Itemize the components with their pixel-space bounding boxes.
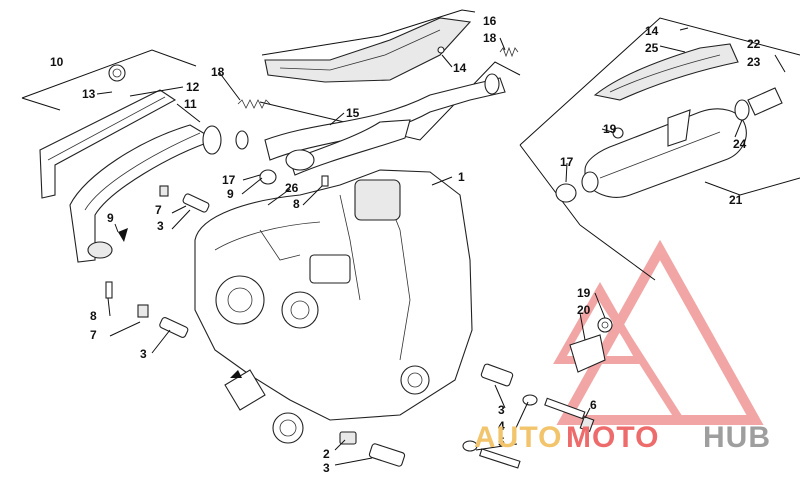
callout-22: 22 [747,37,761,51]
gasket-17-left [235,130,277,185]
watermark-hub: HUB [703,421,771,454]
watermark-logo [553,239,764,425]
exhaust-pipe-group-10 [21,49,197,199]
callout-5: 5 [498,435,505,449]
watermark-wordmark: AUTO MOTO HUB [474,421,771,454]
callout-8: 8 [293,197,300,211]
callout-19: 19 [603,122,617,136]
head-pipe-11 [69,124,222,263]
callout-15: 15 [346,106,360,120]
callout-labels: 1 2 3 3 3 3 4 5 6 7 7 8 8 9 9 10 11 12 1… [50,14,761,475]
callout-3: 3 [323,461,330,475]
callout-14: 14 [645,24,659,38]
callout-7: 7 [90,328,97,342]
callout-3: 3 [157,219,164,233]
callout-24: 24 [733,137,747,151]
stud-3-right [480,363,514,387]
bracket-19-20 [569,317,613,373]
spring-18-left [237,99,271,109]
bolt-5-6 [462,394,595,469]
arrow-marker-9 [118,228,128,242]
callout-11: 11 [184,97,197,111]
callout-25: 25 [645,41,659,55]
stud-3-bottom [339,431,406,467]
callout-9: 9 [107,211,114,225]
callout-1: 1 [458,170,465,184]
callout-17: 17 [222,173,236,187]
callout-6: 6 [590,398,597,412]
watermark-moto: MOTO [566,421,659,454]
stud-3-upper [159,185,210,213]
callout-12: 12 [186,80,200,94]
callout-26: 26 [285,181,299,195]
watermark-auto: AUTO [474,421,562,454]
spring-18-right [499,46,519,58]
callout-10: 10 [50,55,64,69]
callout-18: 18 [483,31,497,45]
callout-20: 20 [577,303,591,317]
callout-2: 2 [323,447,330,461]
bolt-8 [105,175,329,299]
muffler-group-21 [519,17,800,281]
leader-lines [96,27,786,466]
callout-8: 8 [90,309,97,323]
callout-19: 19 [577,286,591,300]
callout-3: 3 [498,403,505,417]
callout-14: 14 [453,61,467,75]
callout-21: 21 [729,193,743,207]
mid-pipe-15 [259,61,521,176]
stud-3-left [137,304,189,338]
callout-9: 9 [227,187,234,201]
callout-3: 3 [140,347,147,361]
callout-16: 16 [483,14,497,28]
heat-shield-16 [261,9,476,83]
callout-7: 7 [155,203,162,217]
callout-23: 23 [747,55,761,69]
callout-17: 17 [560,155,574,169]
callout-4: 4 [498,419,505,433]
callout-13: 13 [82,87,96,101]
callout-18: 18 [211,65,225,79]
engine-assembly-1 [194,169,473,444]
